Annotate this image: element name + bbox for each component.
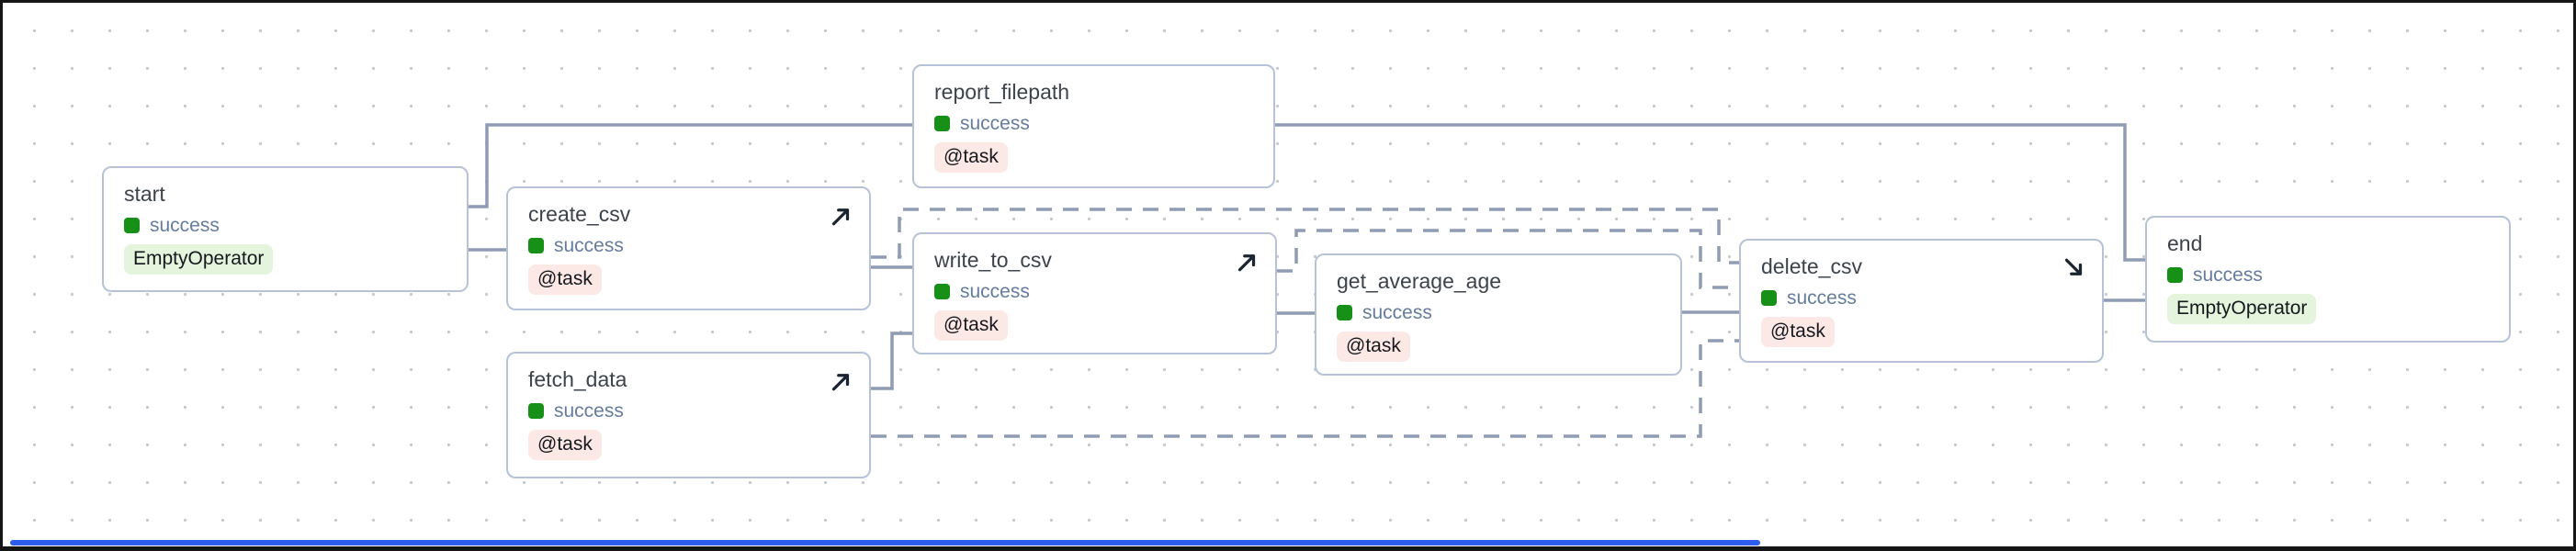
task-name-label: create_csv bbox=[528, 202, 631, 226]
arrow-up-right-icon bbox=[827, 367, 854, 395]
operator-badge: EmptyOperator bbox=[2167, 293, 2317, 325]
task-decorator-badge: @task bbox=[1761, 316, 1835, 348]
task-state-row: success bbox=[528, 235, 851, 257]
task-name-label: write_to_csv bbox=[934, 248, 1052, 272]
task-node-create_csv[interactable]: create_csv success @task bbox=[506, 186, 871, 310]
task-state-row: success bbox=[2167, 264, 2491, 287]
task-state-row: success bbox=[934, 281, 1257, 303]
task-name-label: report_filepath bbox=[934, 80, 1070, 104]
task-decorator-badge: @task bbox=[528, 429, 602, 461]
task-state-row: success bbox=[1337, 302, 1662, 324]
success-state-square bbox=[528, 238, 544, 254]
edge-fetch_data-to-write_to_csv bbox=[871, 332, 912, 390]
task-state-label: success bbox=[1787, 287, 1857, 309]
arrow-up-right-icon bbox=[1233, 248, 1260, 276]
task-state-label: success bbox=[2193, 264, 2263, 286]
success-state-square bbox=[2167, 267, 2183, 284]
task-node-write_to_csv[interactable]: write_to_csv success @task bbox=[912, 232, 1277, 354]
task-node-fetch_data[interactable]: fetch_data success @task bbox=[506, 352, 871, 478]
task-node-start[interactable]: start success EmptyOperator bbox=[102, 166, 469, 292]
task-state-label: success bbox=[960, 112, 1030, 134]
success-state-square bbox=[934, 116, 950, 132]
task-node-end[interactable]: end success EmptyOperator bbox=[2145, 216, 2511, 343]
task-name-label: end bbox=[2167, 231, 2203, 255]
task-name-label: delete_csv bbox=[1761, 254, 1862, 278]
task-decorator-badge: @task bbox=[934, 141, 1008, 174]
success-state-square bbox=[1337, 305, 1352, 321]
arrow-up-right-icon bbox=[827, 202, 854, 230]
task-state-row: success bbox=[528, 400, 851, 422]
task-node-delete_csv[interactable]: delete_csv success @task bbox=[1739, 239, 2104, 363]
task-state-label: success bbox=[960, 280, 1030, 302]
task-name-label: fetch_data bbox=[528, 367, 627, 391]
success-state-square bbox=[1761, 290, 1777, 307]
task-decorator-badge: @task bbox=[934, 309, 1008, 342]
horizontal-scroll-indicator[interactable] bbox=[10, 540, 1760, 545]
task-decorator-badge: @task bbox=[528, 264, 602, 296]
task-name-label: start bbox=[124, 182, 165, 206]
task-state-label: success bbox=[554, 234, 624, 256]
task-state-row: success bbox=[934, 113, 1255, 135]
task-node-report_filepath[interactable]: report_filepath success @task bbox=[912, 64, 1275, 188]
task-state-row: success bbox=[124, 215, 448, 237]
operator-badge: EmptyOperator bbox=[124, 243, 274, 276]
task-state-label: success bbox=[554, 399, 624, 422]
task-decorator-badge: @task bbox=[1337, 331, 1410, 363]
success-state-square bbox=[528, 403, 544, 420]
success-state-square bbox=[934, 284, 950, 300]
task-name-label: get_average_age bbox=[1337, 269, 1502, 293]
task-state-row: success bbox=[1761, 287, 2084, 309]
task-state-label: success bbox=[1362, 301, 1432, 323]
task-state-label: success bbox=[150, 214, 220, 236]
success-state-square bbox=[124, 218, 140, 234]
task-node-get_average_age[interactable]: get_average_age success @task bbox=[1315, 253, 1682, 376]
arrow-down-right-icon bbox=[2060, 254, 2087, 282]
